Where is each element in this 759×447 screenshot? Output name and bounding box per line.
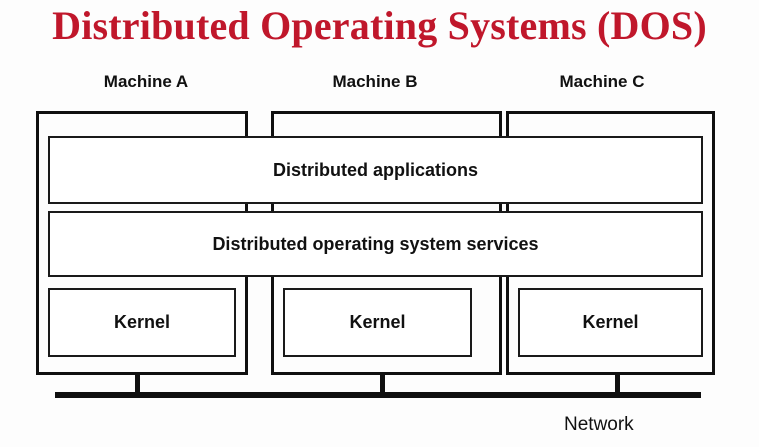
kernel-box-c: Kernel [518, 288, 703, 357]
kernel-box-b: Kernel [283, 288, 472, 357]
layer-distributed-operating-system-services: Distributed operating system services [48, 211, 703, 277]
network-bus-line [55, 392, 701, 398]
network-drop-line-a [135, 375, 140, 397]
machine-label-c: Machine C [559, 72, 645, 91]
kernel-box-a: Kernel [48, 288, 236, 357]
page-title: Distributed Operating Systems (DOS) [52, 3, 707, 48]
network-label: Network [564, 414, 634, 435]
machine-label-a: Machine A [103, 72, 189, 91]
network-drop-line-b [380, 375, 385, 397]
machine-label-b: Machine B [332, 72, 418, 91]
layer-distributed-applications: Distributed applications [48, 136, 703, 204]
network-drop-line-c [615, 375, 620, 397]
